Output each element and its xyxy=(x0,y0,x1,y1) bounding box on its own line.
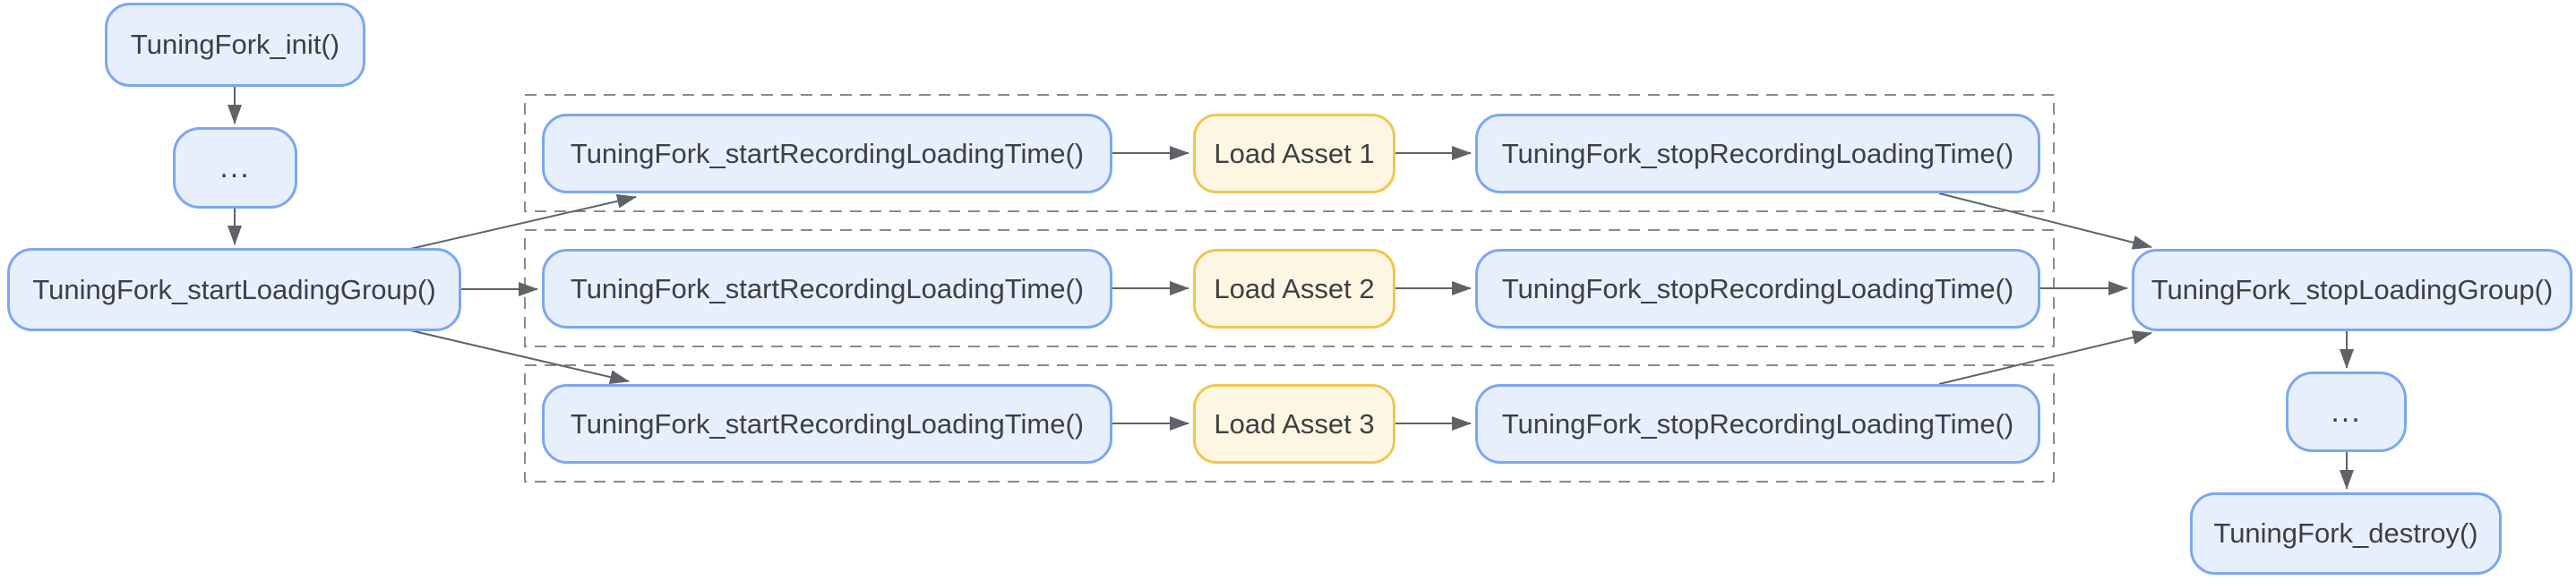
edge-startgroup-to-row3 xyxy=(409,329,630,385)
node-row1-load-asset: Load Asset 1 xyxy=(1193,114,1395,193)
node-tuningfork-init: TuningFork_init() xyxy=(105,3,365,87)
edge-row1-to-stopgroup xyxy=(1938,192,2152,250)
node-tuningfork-destroy: TuningFork_destroy() xyxy=(2190,492,2502,575)
node-start-loading-group: TuningFork_startLoadingGroup() xyxy=(7,248,461,331)
node-row1-start-recording: TuningFork_startRecordingLoadingTime() xyxy=(542,114,1112,193)
node-row2-start-recording: TuningFork_startRecordingLoadingTime() xyxy=(542,249,1112,329)
edge-row3-to-stopgroup xyxy=(1938,330,2152,385)
node-ellipsis-after-stop: ... xyxy=(2286,372,2407,452)
row-1-dashed-container xyxy=(524,94,2055,212)
node-ellipsis-before-start: ... xyxy=(173,127,297,209)
node-row3-start-recording: TuningFork_startRecordingLoadingTime() xyxy=(542,384,1112,464)
node-row2-stop-recording: TuningFork_stopRecordingLoadingTime() xyxy=(1475,249,2040,329)
node-row1-stop-recording: TuningFork_stopRecordingLoadingTime() xyxy=(1475,114,2040,193)
node-stop-loading-group: TuningFork_stopLoadingGroup() xyxy=(2132,249,2572,331)
node-row2-load-asset: Load Asset 2 xyxy=(1193,249,1395,329)
row-3-dashed-container xyxy=(524,364,2055,483)
edge-startgroup-to-row1 xyxy=(409,193,637,250)
node-row3-stop-recording: TuningFork_stopRecordingLoadingTime() xyxy=(1475,384,2040,464)
node-row3-load-asset: Load Asset 3 xyxy=(1193,384,1395,464)
